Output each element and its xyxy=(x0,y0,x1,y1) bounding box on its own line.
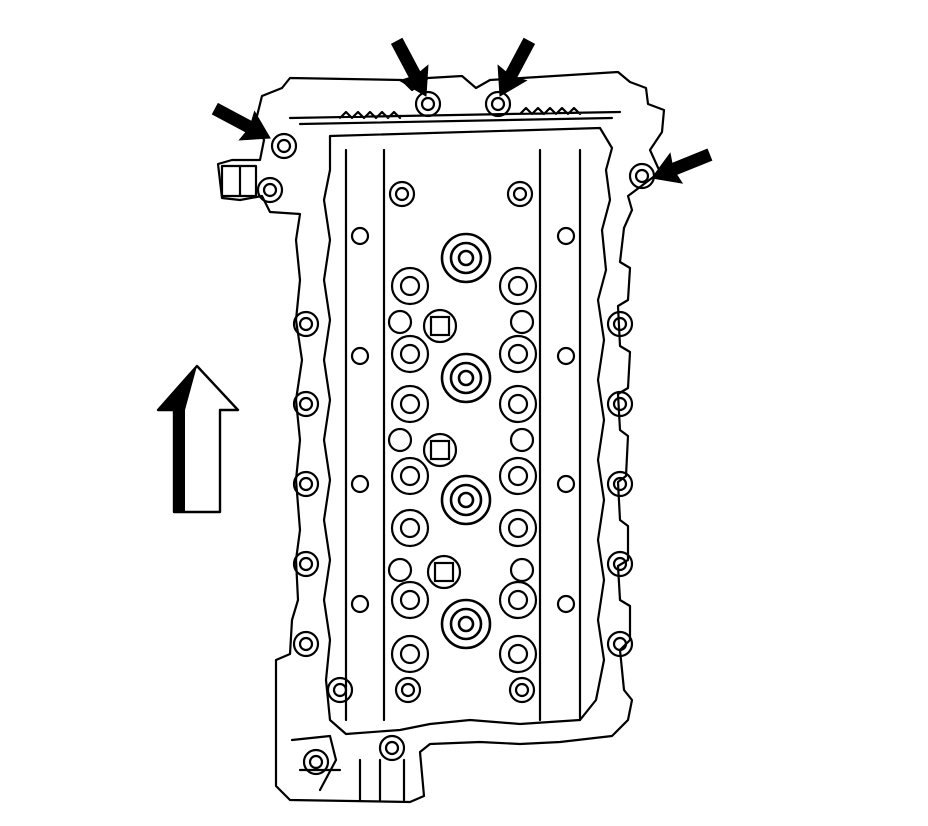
bolt-boss xyxy=(292,470,320,498)
lifter-bore xyxy=(387,309,413,335)
head-top-flange xyxy=(216,70,666,804)
valve-pocket xyxy=(390,384,430,424)
bolt-boss xyxy=(292,630,320,658)
callout-arrow-icon xyxy=(390,37,429,97)
valve-pocket xyxy=(390,266,430,306)
valve-pocket xyxy=(390,456,430,496)
bolt-boss xyxy=(256,176,284,204)
intake-rail xyxy=(344,148,386,722)
cam-cap-bolt xyxy=(350,594,370,614)
injector-boss xyxy=(426,554,462,590)
bolt-boss xyxy=(606,630,634,658)
lifter-bore xyxy=(387,427,413,453)
bolt-boss xyxy=(270,132,298,160)
lifter-bore xyxy=(387,557,413,583)
lower-housing xyxy=(290,734,406,802)
cam-cap-bolt xyxy=(350,226,370,246)
lifter-bore xyxy=(509,557,535,583)
valve-pocket xyxy=(498,634,538,674)
bolt-boss xyxy=(606,550,634,578)
valve-pocket xyxy=(498,580,538,620)
bolt-boss xyxy=(484,90,512,118)
valve-pocket xyxy=(390,334,430,374)
front-direction-arrow-icon xyxy=(156,364,240,514)
injector-boss xyxy=(422,432,458,468)
spark-plug-tower xyxy=(440,352,492,404)
bolt-boss xyxy=(394,676,422,704)
callout-arrow-icon xyxy=(651,148,713,184)
bolt-boss xyxy=(326,676,354,704)
bolt-boss xyxy=(292,390,320,418)
valve-pocket xyxy=(390,634,430,674)
cam-cap-bolt xyxy=(350,474,370,494)
bolt-boss xyxy=(508,676,536,704)
bolt-boss xyxy=(292,550,320,578)
spark-plug-tower xyxy=(440,474,492,526)
cam-cap-bolt xyxy=(556,474,576,494)
valve-pocket xyxy=(498,456,538,496)
bolt-boss xyxy=(302,748,330,776)
cam-cap-bolt xyxy=(350,346,370,366)
bolt-boss xyxy=(606,310,634,338)
lifter-bore xyxy=(509,427,535,453)
injector-boss xyxy=(422,308,458,344)
valve-pocket xyxy=(498,384,538,424)
valve-pocket xyxy=(498,334,538,374)
bolt-boss xyxy=(606,470,634,498)
valve-pocket xyxy=(498,266,538,306)
lifter-bore xyxy=(509,309,535,335)
bolt-boss xyxy=(506,180,534,208)
valve-pocket xyxy=(390,580,430,620)
cam-cap-bolt xyxy=(556,594,576,614)
bolt-boss xyxy=(388,180,416,208)
exhaust-rail xyxy=(538,148,582,722)
callout-arrow-icon xyxy=(497,37,536,97)
bolt-boss xyxy=(606,390,634,418)
bolt-boss xyxy=(292,310,320,338)
valve-pocket xyxy=(498,508,538,548)
bolt-boss xyxy=(378,734,406,762)
callout-arrow-icon xyxy=(211,102,271,141)
valve-pocket xyxy=(390,508,430,548)
timing-teeth-band xyxy=(288,106,622,126)
spark-plug-tower xyxy=(440,232,492,284)
cam-cap-bolt xyxy=(556,346,576,366)
cam-cap-bolt xyxy=(556,226,576,246)
deck-outline xyxy=(322,126,614,736)
bolt-boss xyxy=(414,90,442,118)
water-outlet xyxy=(220,164,258,198)
spark-plug-tower xyxy=(440,598,492,650)
